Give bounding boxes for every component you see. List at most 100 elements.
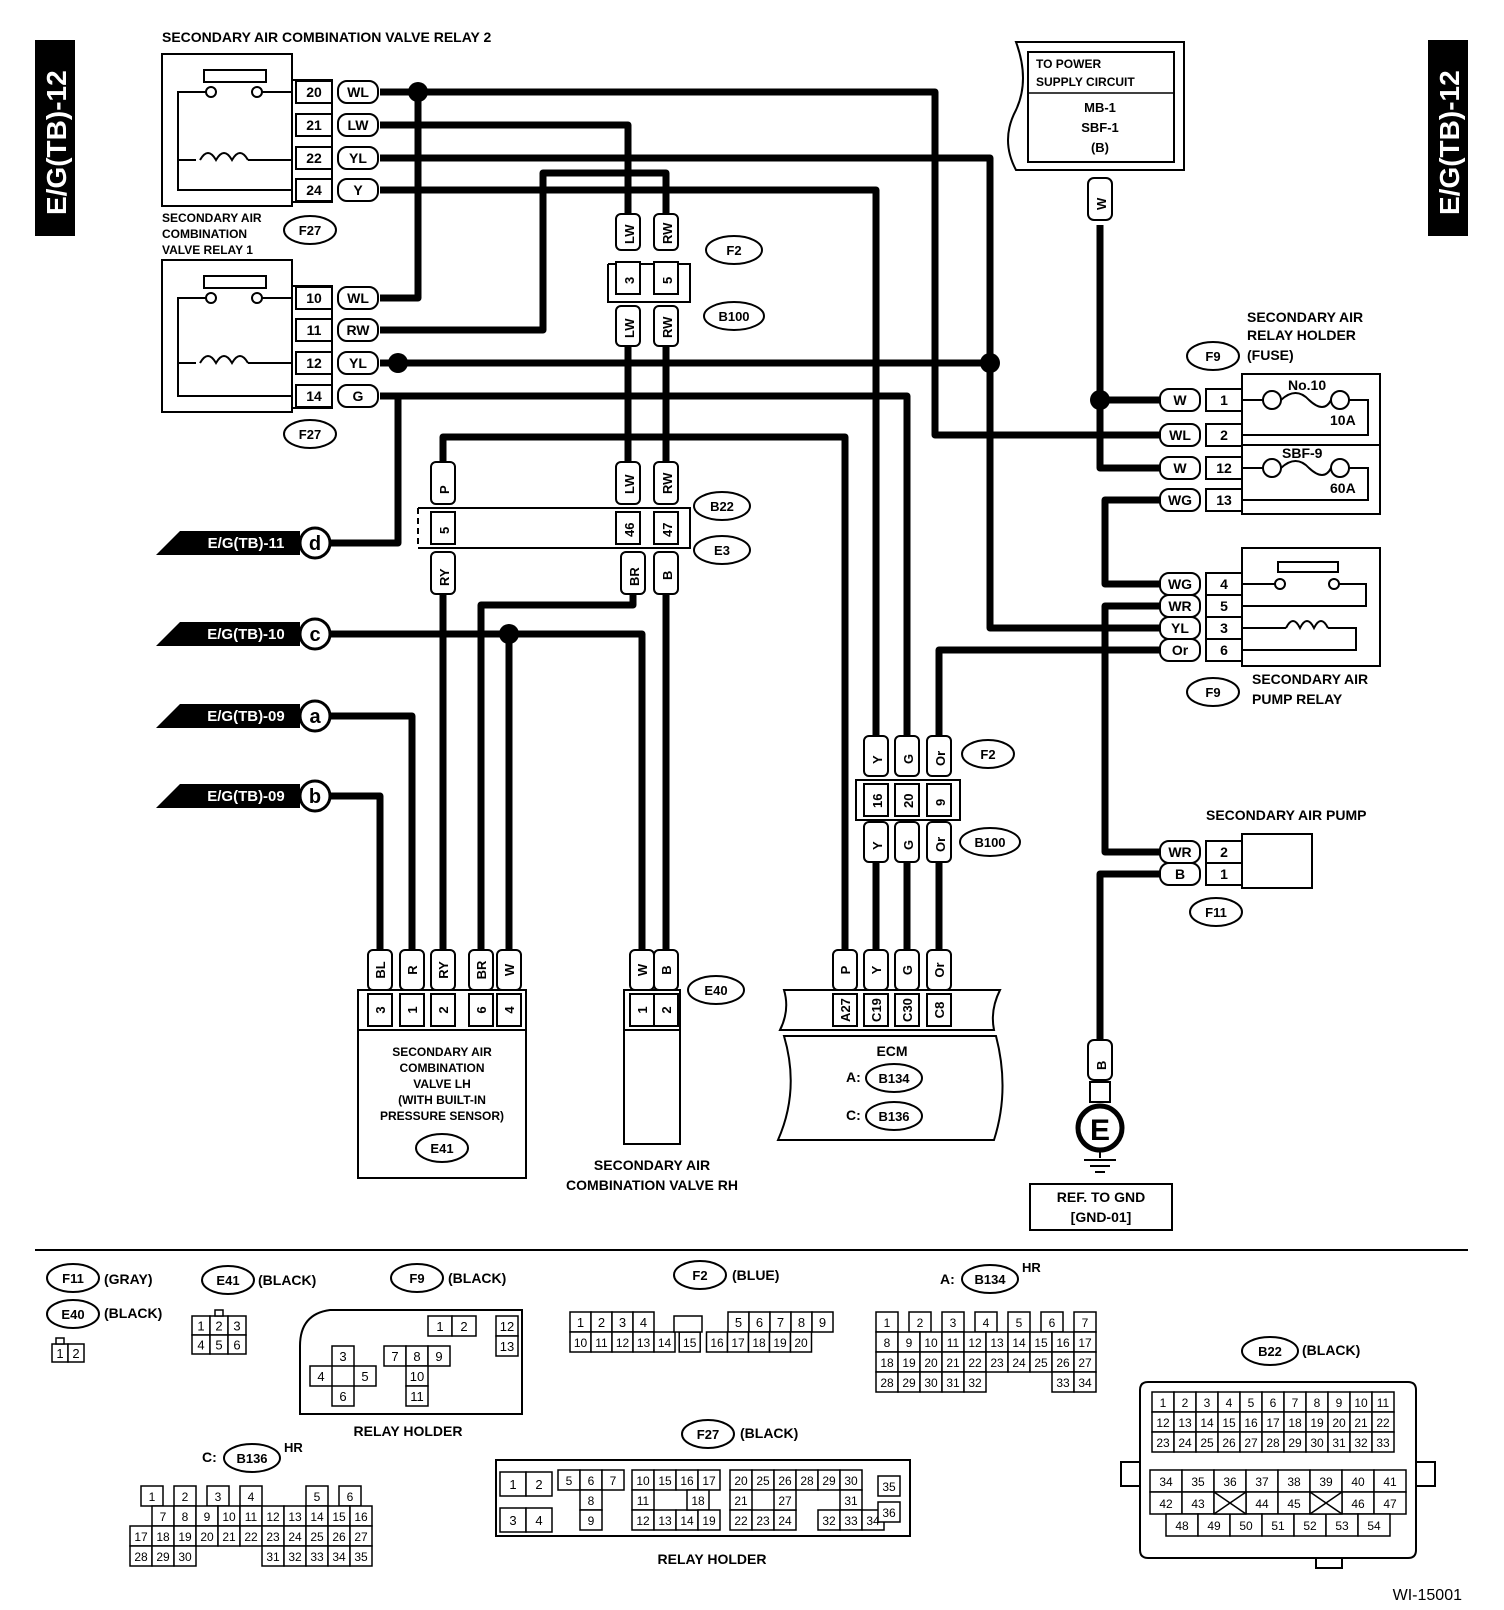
legend-b134-pin: 31 [941,1371,965,1393]
legend-f27-pin: 19 [697,1509,721,1531]
holder-pin-row: 1W [1159,388,1243,412]
pump-pin-number: 1 [1220,866,1228,882]
legend-e41-pin-label: 6 [233,1338,240,1353]
legend-b134-pin-label: 18 [880,1356,894,1370]
legend-b22-pin-label: 9 [1336,1396,1343,1410]
ecm: ECM A: B134 C: B136 [776,989,1004,1141]
pump-pin-row: 1B [1159,862,1243,886]
legend-b134-pin: 33 [1051,1371,1075,1393]
legend-b22-pin: 39 [1309,1469,1343,1493]
legend-b134-pin-label: 14 [1012,1336,1026,1350]
ecm-a-conn: B134 [878,1071,910,1086]
holder-wire-color: WL [1169,427,1191,443]
legend-f9-pin: 1 [427,1315,453,1337]
holder-pin-number: 1 [1220,392,1228,408]
legend-f27-pin: 30 [839,1469,863,1491]
legend-f27-pin: 14 [675,1509,699,1531]
legend-b22-pin-label: 18 [1288,1416,1302,1430]
legend-b134-pin-label: 27 [1078,1356,1092,1370]
pump-pin-row: 2WR [1159,840,1243,864]
valve-lh-pin-number: 4 [502,1006,517,1014]
valve-lh-pin-column: R1 [399,949,425,1027]
legend-b136-pin-label: 26 [332,1530,346,1544]
legend-b134-pin-label: 13 [990,1336,1004,1350]
power-line1: TO POWER [1036,57,1101,71]
valve-lh-name-1: COMBINATION [399,1061,484,1075]
pump-wire-color: WR [1168,844,1191,860]
f2top-wire-bot-0: LW [622,318,637,338]
junction-f2-bottom: Y G Or 16 20 9 Y G Or F2 B100 [855,735,1021,863]
legend-f9-pin-label: 12 [500,1319,514,1334]
legend-b134-pin: 4 [974,1311,998,1333]
relay1-name-block: SECONDARY AIR COMBINATION VALVE RELAY 1 [162,211,262,257]
b22-wire-bot-0: RY [437,568,452,586]
power-wire-color: W [1094,197,1109,210]
legend-f27-pin-label: 17 [702,1474,716,1488]
valve-lh-pin-column: BR6 [468,949,494,1027]
legend-f2-pin-label: 13 [637,1336,651,1350]
legend-f27-pin-label: 13 [658,1514,672,1528]
legend-b134-pin-label: 7 [1082,1316,1089,1330]
legend-f11-id: F11 [62,1271,84,1286]
relay2-pin-number: 24 [306,182,322,198]
legend-b134-pin: 19 [897,1351,921,1373]
legend-b134-pin: 21 [941,1351,965,1373]
legend-b136-pin: 22 [239,1525,263,1547]
legend-b136-pin: 24 [283,1525,307,1547]
legend-b22-pin-label: 17 [1266,1416,1280,1430]
legend-f9-pin: 3 [331,1345,355,1367]
legend-f27-pin-label: 12 [636,1514,650,1528]
holder-pin-row: 2WL [1159,423,1243,447]
legend-b22-pin: 4 [1217,1391,1241,1413]
relay2-wire-color: LW [348,117,370,133]
legend-b22-pin-label: 43 [1191,1497,1205,1511]
valve-lh-name-2: VALVE LH [413,1077,471,1091]
legend-b136-pin-label: 10 [222,1510,236,1524]
legend-b136-pin-label: 15 [332,1510,346,1524]
valve-rh-pin-number: 1 [635,1006,650,1013]
legend-f9-pin-label: 8 [413,1349,420,1364]
e3-conn-id: E3 [714,543,730,558]
legend-b134-pin: 14 [1007,1331,1031,1353]
legend-b136-pin: 2 [173,1485,197,1507]
legend-b134-pin: 15 [1029,1331,1053,1353]
valve-rh-pin-column: B2 [653,949,679,1027]
legend-b136-pin: 27 [349,1525,373,1547]
legend-b22-pin-label: 34 [1159,1475,1173,1489]
relay1-pin-number: 14 [306,388,322,404]
legend-b136-pin: 10 [217,1505,241,1527]
legend-b22-pin: 47 [1373,1491,1407,1515]
legend-f27-pin: 10 [631,1469,655,1491]
legend-f27-pin-label: 8 [588,1494,595,1508]
legend-b136-pin-label: 17 [134,1530,148,1544]
f2top-wire-top-1: RW [660,222,675,244]
f2bot-wire-bot-0: Y [870,841,885,850]
ecm-pin-number: A27 [838,998,853,1022]
legend-b134-pin: 27 [1073,1351,1097,1373]
legend-f27-pin: 25 [751,1469,775,1491]
legend-b134-pin-label: 9 [906,1336,913,1350]
legend-b136-pin-label: 28 [134,1550,148,1564]
legend-f2-pin: 6 [748,1311,771,1333]
relay1-wire-color: WL [347,290,369,306]
page-code-right: E/G(TB)-12 [1434,70,1465,215]
legend-b22-pin: 49 [1197,1513,1231,1537]
legend-f2-pin: 3 [611,1311,634,1333]
valve-rh-pin-number: 2 [659,1006,674,1013]
legend-b136-pin-label: 20 [200,1530,214,1544]
legend-b22-pin-label: 38 [1287,1475,1301,1489]
legend-e41-color: (BLACK) [258,1272,316,1288]
valve-lh-conn-id: E41 [430,1141,453,1156]
relay2-wire-color: WL [347,84,369,100]
legend-e41-pin: 4 [191,1334,211,1355]
legend-b136-pin-label: 2 [182,1490,189,1504]
legend-f2-pin: 12 [611,1331,634,1353]
valve-lh-wire-color: R [405,965,420,975]
legend-f2-pin: 19 [768,1331,792,1353]
legend-b136-pin-label: 22 [244,1530,258,1544]
legend-f2-pin: 1 [569,1311,592,1333]
